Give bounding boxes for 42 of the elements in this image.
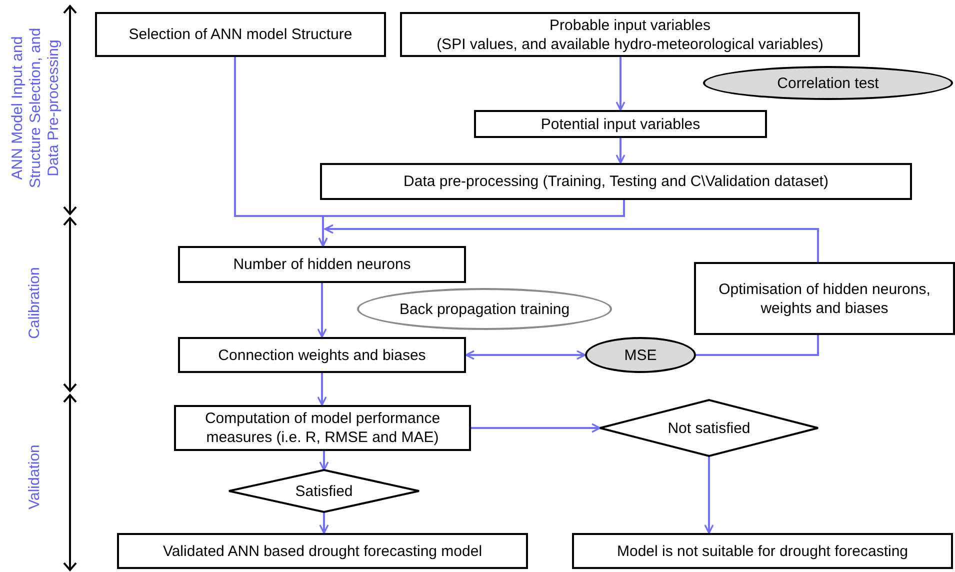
phase-label: Calibration — [25, 266, 44, 341]
process-box — [117, 533, 528, 569]
decision-diamond — [229, 470, 419, 512]
node-text: Potential input variables — [540, 114, 702, 134]
arrow — [704, 456, 714, 534]
node-text: Satisfied — [295, 482, 353, 500]
process-box — [178, 337, 466, 373]
process-box — [400, 12, 860, 57]
decision-diamond — [600, 400, 818, 456]
process-box — [694, 262, 955, 335]
node-text: MSE — [623, 346, 658, 364]
node-text: Not satisfied — [668, 420, 750, 436]
arrow — [471, 423, 601, 433]
process-box — [572, 533, 953, 569]
node-text: Probable input variables — [548, 16, 712, 34]
node-text: Back propagation training — [398, 300, 571, 318]
arrow — [317, 373, 327, 406]
node-text: Correlation test — [776, 74, 880, 92]
arrow — [465, 350, 586, 360]
process-box — [474, 110, 767, 138]
arrow — [616, 138, 626, 164]
node-text: Data pre-processing (Training, Testing and C\Validation dataset) — [402, 172, 830, 191]
process-box — [320, 163, 912, 200]
node-text: Number of hidden neurons — [232, 255, 412, 274]
node-text: (SPI values, and available hydro-meteorological variables) — [436, 34, 824, 54]
arrow — [616, 57, 626, 111]
node-text: Optimisation of hidden neurons, weights and biases — [718, 280, 932, 318]
arrow — [317, 283, 327, 338]
node-text: Connection weights and biases — [217, 346, 427, 364]
arrow — [324, 224, 819, 262]
node-text: Computation of model performance measures (i.e. R, RMSE and MAE) — [204, 409, 442, 447]
phase-label: ANN Model Input and Structure Selection, and Data Pre-processing — [8, 26, 63, 190]
arrow — [319, 512, 329, 534]
process-box — [95, 12, 386, 57]
node-text: Selection of ANN model Structure — [128, 25, 354, 44]
phase-label: Validation — [25, 444, 44, 512]
node-text: Model is not suitable for drought forecasting — [616, 542, 909, 560]
node-text: Validated ANN based drought forecasting model — [162, 542, 484, 560]
process-box — [178, 246, 466, 283]
process-box — [174, 405, 471, 451]
arrow — [318, 200, 625, 247]
arrow — [319, 451, 329, 471]
